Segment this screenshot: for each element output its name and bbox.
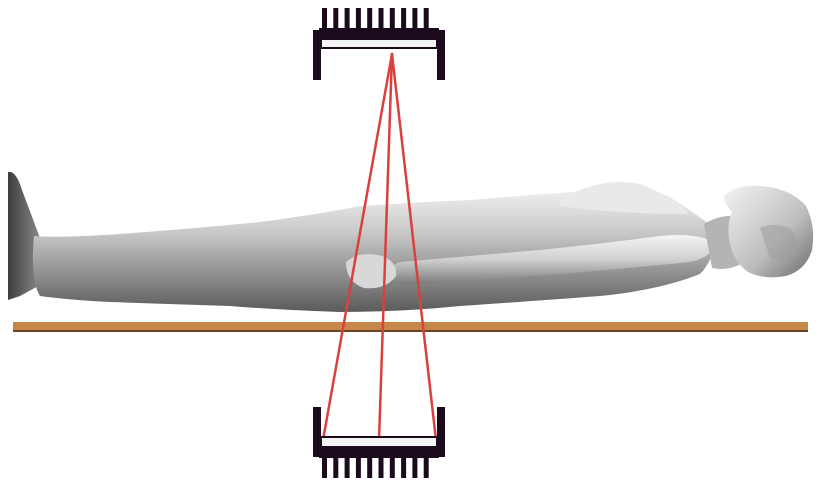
- detector-fin: [424, 8, 429, 30]
- detector-fin: [424, 456, 429, 478]
- detector-fin: [412, 456, 417, 478]
- detector-fin: [379, 8, 384, 30]
- patient-figure: [8, 172, 813, 312]
- detector-fin: [333, 456, 338, 478]
- detector-fin: [390, 8, 395, 30]
- detector-fin: [322, 8, 327, 30]
- detector-fin: [412, 8, 417, 30]
- table-top: [13, 322, 808, 331]
- detector-fin: [390, 456, 395, 478]
- detector-fin: [401, 456, 406, 478]
- detector-fin: [345, 8, 350, 30]
- detector-fin: [356, 8, 361, 30]
- detector-fin: [401, 8, 406, 30]
- detector-fin: [367, 8, 372, 30]
- detector-fin: [333, 8, 338, 30]
- top-detector-icon: [313, 8, 445, 80]
- table-top-edge: [13, 330, 808, 332]
- detector-crystal: [321, 437, 437, 447]
- detector-fin: [345, 456, 350, 478]
- patient-table: [13, 322, 808, 332]
- detector-fin: [367, 456, 372, 478]
- detector-fin: [356, 456, 361, 478]
- detector-fin: [322, 456, 327, 478]
- detector-fin: [379, 456, 384, 478]
